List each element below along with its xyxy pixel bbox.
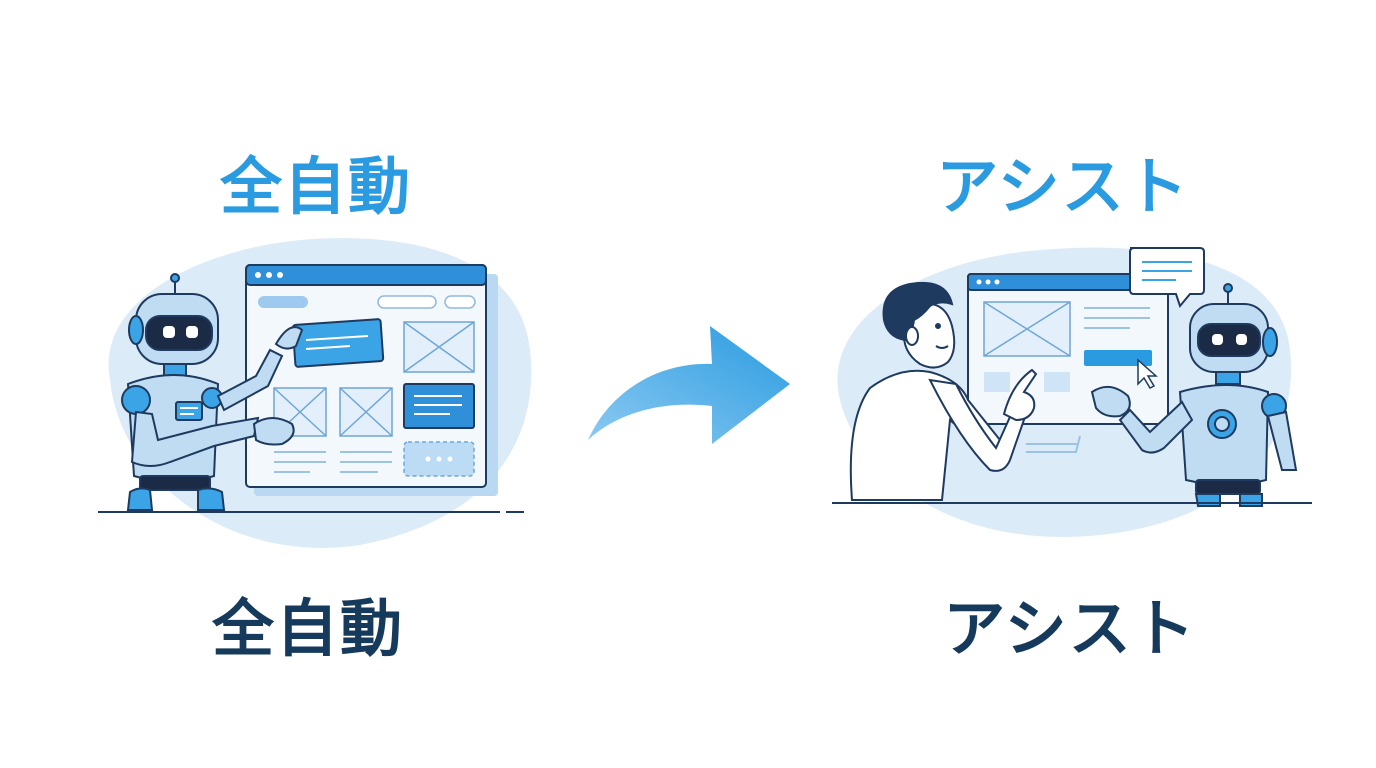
auto-browser-window [245, 264, 487, 488]
assist-illustration [832, 247, 1312, 538]
auto-title: 全自動 [219, 150, 412, 223]
curved-arrow-right-icon [588, 326, 790, 444]
cursor-icon [1137, 358, 1158, 389]
assist-title: アシスト [936, 150, 1190, 223]
robot-icon [121, 273, 304, 511]
assist-caption: アシスト [943, 592, 1197, 665]
auto-caption: 全自動 [211, 592, 404, 665]
robot-icon [1090, 283, 1298, 507]
auto-illustration [98, 238, 532, 548]
dragged-card [291, 318, 385, 368]
person-icon [849, 282, 1038, 501]
image-placeholder-icon [273, 321, 475, 437]
assist-browser-window [967, 273, 1169, 425]
chat-bubble-icon [1129, 247, 1205, 309]
